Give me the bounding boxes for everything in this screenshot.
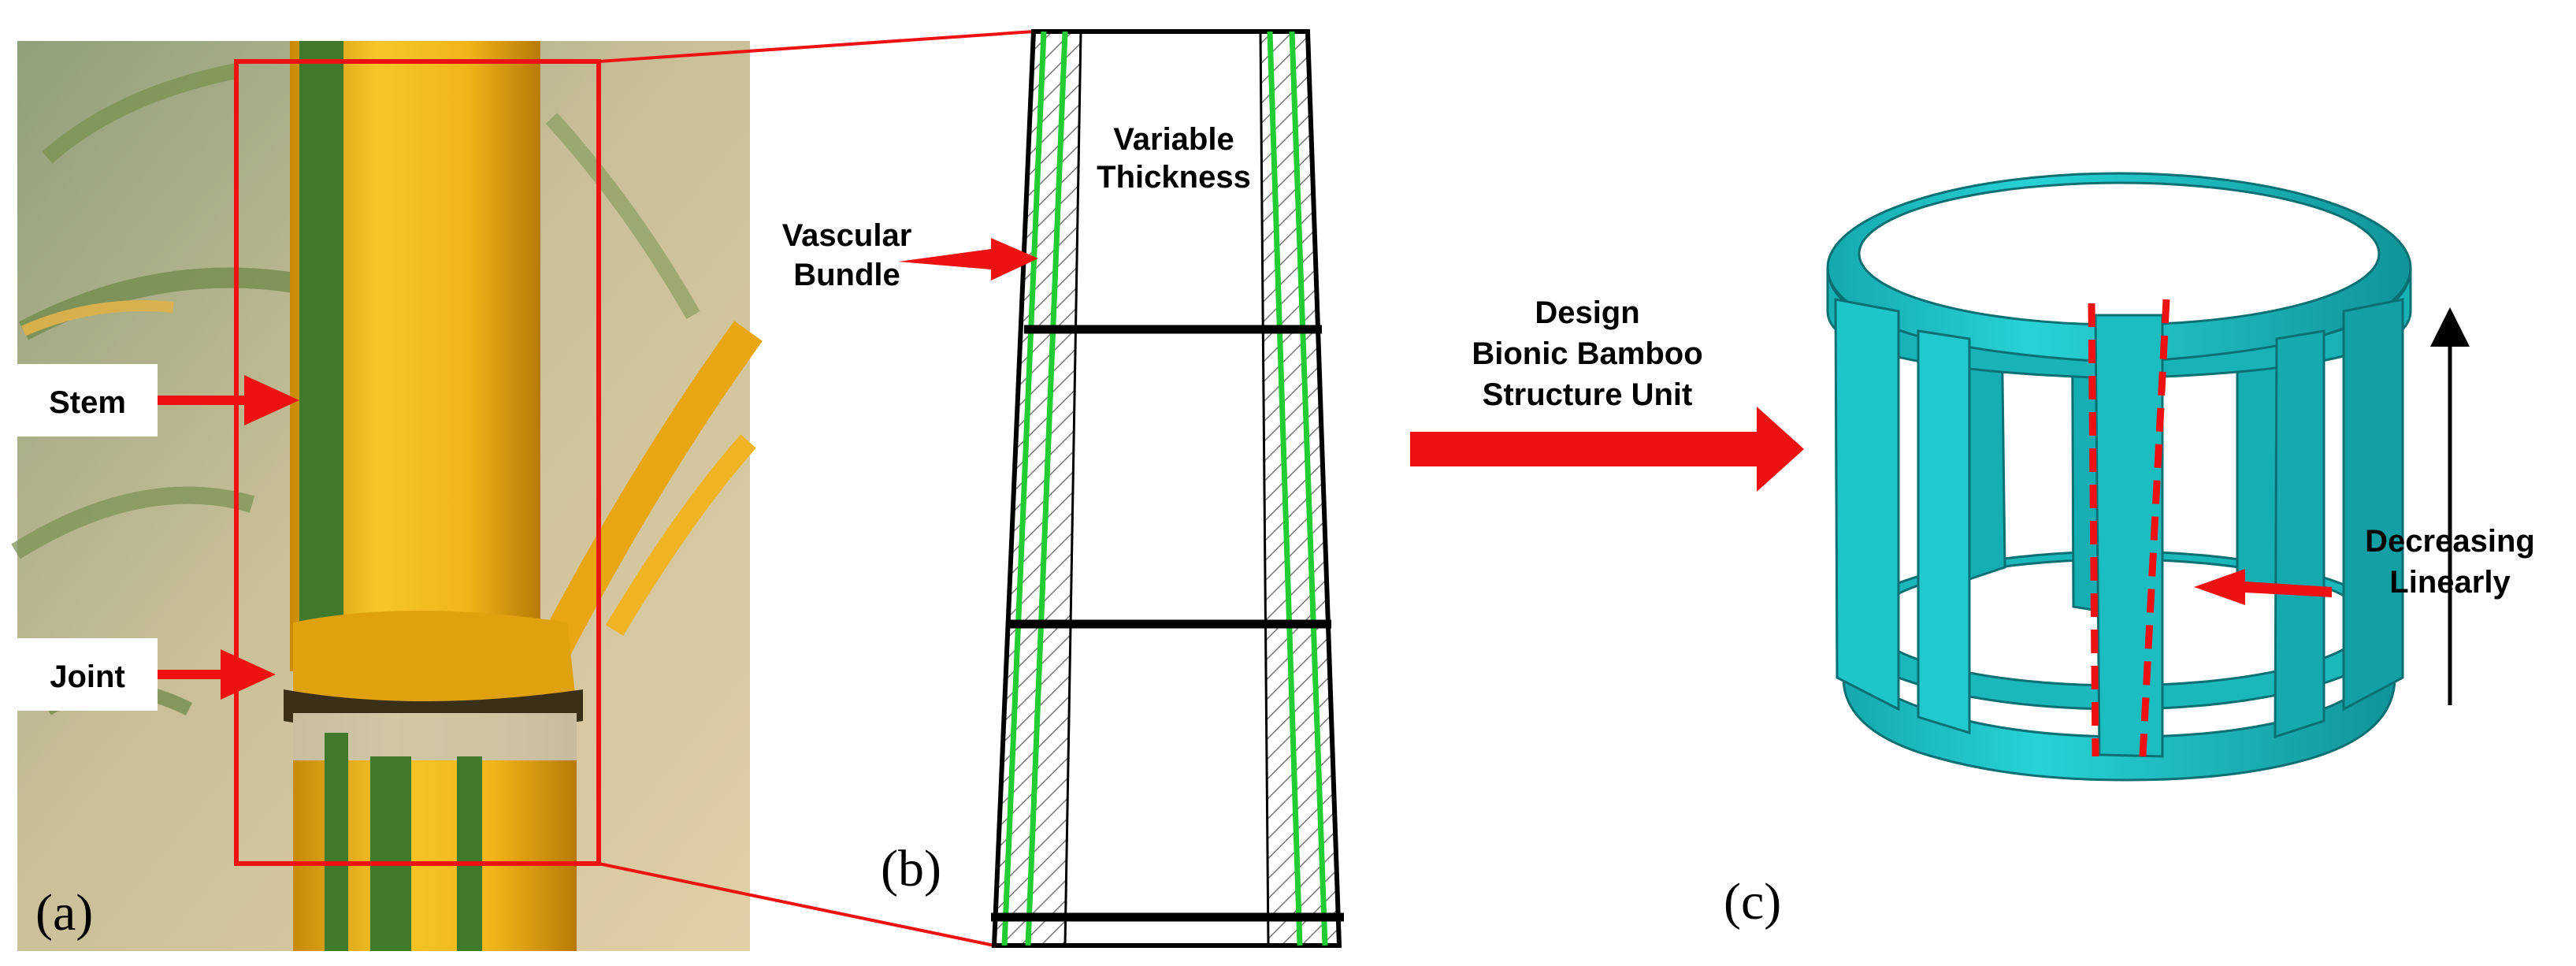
bamboo-node [293,611,575,708]
panel-c: Decreasing Linearly (c) [1724,172,2535,931]
panel-c-caption: (c) [1724,873,1781,931]
vascular-bundle-label-2: Bundle [793,258,900,292]
decreasing-arrow [2194,569,2332,605]
design-label-3: Structure Unit [1483,377,1693,412]
joint-label: Joint [50,659,125,694]
panel-a: Stem Joint (a) [11,30,1034,951]
stem-label: Stem [49,385,126,420]
top-ring-inner [1858,181,2381,326]
design-label-1: Design [1535,295,1639,330]
design-arrow [1410,407,1804,492]
side-branch [536,321,763,663]
stem-arrow [158,375,299,425]
culm-stripe [299,41,343,671]
zoom-line-bottom [598,862,995,947]
design-step: Design Bionic Bamboo Structure Unit [1410,295,1804,492]
joint-arrow [158,649,276,700]
tapered-tube-outline [991,29,1342,948]
vascular-bundle-arrow [898,238,1038,281]
panel-a-caption: (a) [35,884,93,942]
diaphragm-lines [991,325,1344,922]
panel-b-caption: (b) [881,840,941,897]
design-label-2: Bionic Bamboo [1472,336,1702,371]
variable-thickness-label-2: Thickness [1097,160,1251,195]
joint-label-box [17,638,158,711]
rib-dashed-outline [2088,299,2170,757]
vascular-bundles [1001,31,1328,946]
panel-b: Variable Thickness Vascular Bundle (b) [782,29,1344,948]
stem-label-box [17,364,158,437]
zoom-line-top [598,30,1034,63]
zoom-region-box [234,59,601,866]
variable-thickness-label-1: Variable [1113,122,1234,157]
vascular-bundle-label-1: Vascular [782,218,912,253]
front-ribs [1834,298,2404,758]
